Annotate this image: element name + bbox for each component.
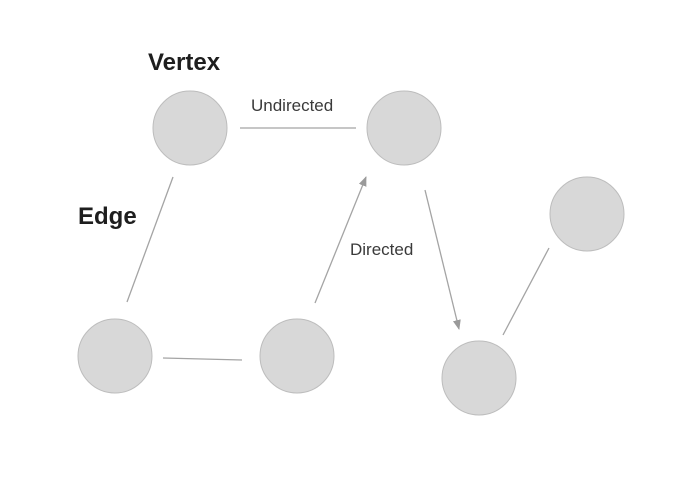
directed-label: Directed [350, 240, 413, 259]
vertex-v5 [441, 340, 517, 416]
vertex-v6 [549, 176, 625, 252]
edge-v1-v3 [126, 176, 174, 303]
vertex-v2 [366, 90, 442, 166]
vertex-v3 [77, 318, 153, 394]
edge-v2-v5-directed [424, 189, 461, 330]
vertex-v1 [152, 90, 228, 166]
edge-v5-v6 [502, 247, 550, 336]
edge-v4-v2-directed [314, 176, 367, 304]
edge-label: Edge [78, 203, 137, 230]
vertex-v4 [259, 318, 335, 394]
vertex-label: Vertex [148, 49, 221, 76]
undirected-label: Undirected [251, 96, 333, 115]
edge-v3-v4 [162, 357, 243, 361]
